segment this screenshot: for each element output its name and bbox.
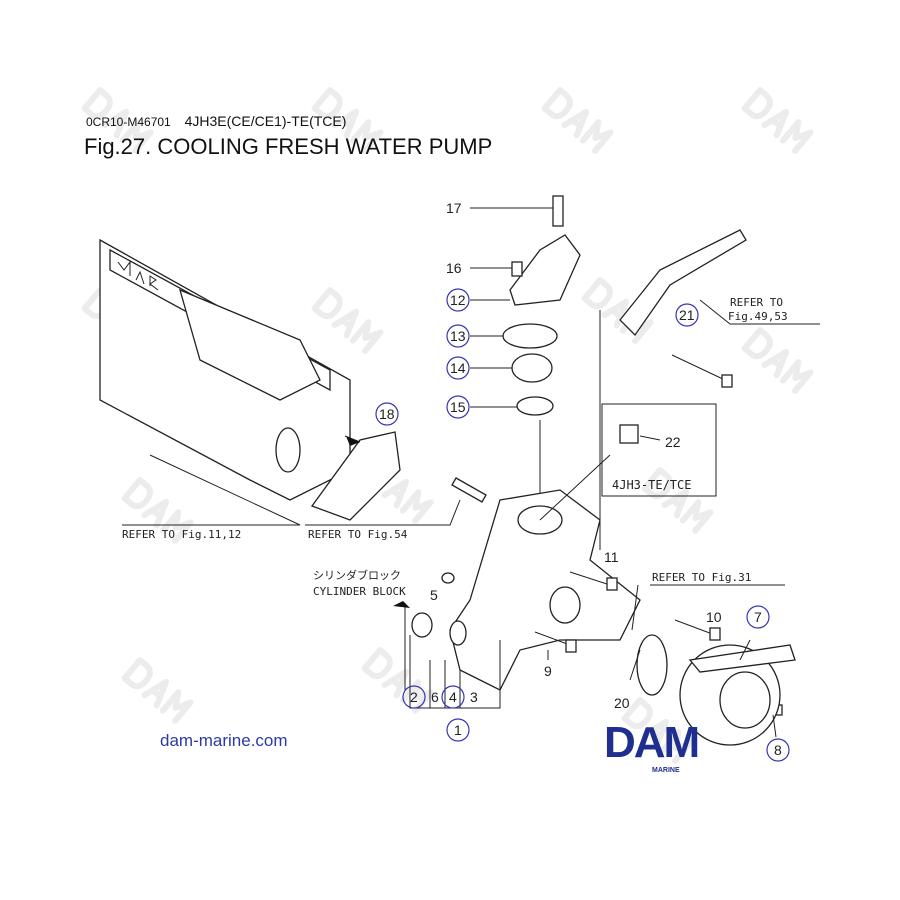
circled-callouts: 12 13 14 15 18 21 7 8 2 4 1 [375,288,790,762]
refer-fig-49-label: REFER TO [730,296,783,309]
callout-15: 15 [450,399,466,415]
document-code: 0CR10-M46701 [86,115,171,129]
logo-text: DAM [604,718,698,767]
cylinder-block-jp: シリンダブロック [313,568,401,582]
logo-subtext: MARINE [652,767,680,774]
callout-8: 8 [774,742,782,758]
website-link[interactable]: dam-marine.com [160,731,288,750]
callout-4: 4 [449,689,457,705]
callout-11: 11 [604,549,619,565]
refer-fig-54: REFER TO Fig.54 [308,528,408,541]
callout-13: 13 [450,328,466,344]
arrow-icon [393,601,410,608]
callout-17: 17 [446,200,462,216]
callout-5: 5 [430,587,438,603]
callout-3: 3 [470,689,478,705]
water-pump-drawing [411,477,641,691]
callout-18: 18 [379,406,395,422]
refer-fig-49-53: Fig.49,53 [728,310,788,323]
pulley-and-belt [636,634,796,746]
callout-12: 12 [450,292,466,308]
figure-title: Fig.27. COOLING FRESH WATER PUMP [84,134,493,159]
dam-marine-logo: DAM MARINE [604,718,700,774]
arrow-icon [346,436,360,446]
callout-21: 21 [679,307,695,323]
engine-model: 4JH3E(CE/CE1)-TE(TCE) [184,113,347,129]
thermostat-assembly [470,195,581,500]
callout-1: 1 [454,722,462,738]
callout-14: 14 [450,360,466,376]
callout-7: 7 [754,609,762,625]
cylinder-block-en: CYLINDER BLOCK [313,585,406,598]
cylinder-head-drawing [99,238,351,501]
callout-22: 22 [665,434,681,450]
gasket-18 [310,431,401,521]
callout-20: 20 [614,695,630,711]
belt-adjust-bracket [619,229,747,337]
refer-fig-31: REFER TO Fig.31 [652,571,751,584]
callout-9: 9 [544,663,552,679]
refer-fig-11-12: REFER TO Fig.11,12 [122,528,241,541]
callout-6: 6 [431,689,439,705]
callout-10: 10 [706,609,722,625]
document-header: 0CR10-M46701 4JH3E(CE/CE1)-TE(TCE) [86,113,346,129]
callout-2: 2 [410,689,418,705]
variant-box [601,403,717,497]
callout-16: 16 [446,260,462,276]
variant-label: 4JH3-TE/TCE [612,478,691,492]
